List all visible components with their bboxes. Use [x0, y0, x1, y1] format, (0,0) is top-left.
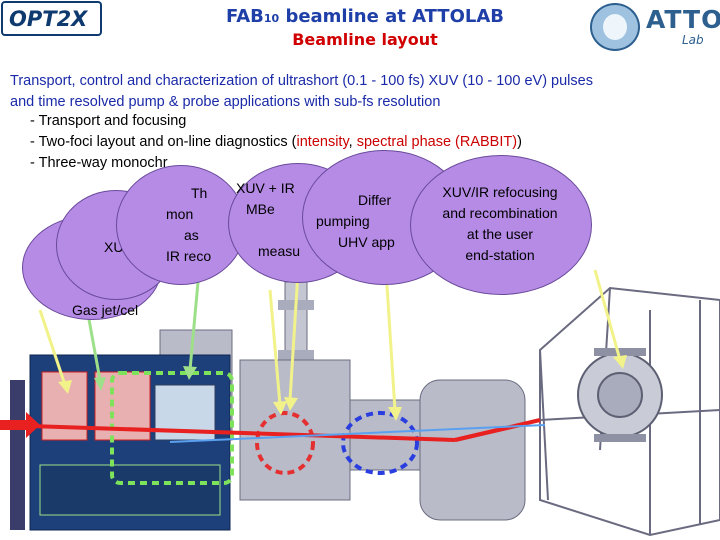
callout-ellipse-3 — [116, 165, 246, 285]
page-subtitle: Beamline layout — [292, 30, 438, 49]
attolab-logo: ATTO Lab — [590, 3, 720, 51]
gas-jet-label: Gas jet/cel — [72, 302, 139, 318]
intro-line-1: Transport, control and characterization … — [10, 73, 593, 89]
gray-chambers — [159, 329, 526, 521]
input-beam-arrow — [0, 412, 40, 438]
university-seal-icon — [590, 3, 640, 51]
intro-text: Transport, control and characterization … — [10, 71, 715, 113]
logo-brand-sub: Lab — [682, 33, 704, 47]
end-station-chamber — [577, 348, 663, 442]
callout-2-text: Th mon as IR reco — [166, 185, 212, 264]
bullet-two-foci: - Two-foci layout and on-line diagnostic… — [30, 134, 522, 150]
callout-ellipse-6 — [410, 155, 592, 295]
callout-5-text: XUV/IR refocusing and recombination at t… — [442, 184, 558, 263]
blue-dashed-region — [341, 411, 419, 475]
opt2x-badge: OPT2X — [1, 1, 102, 36]
bullet-monochromator: - Three-way monochr — [30, 155, 168, 171]
xuv-beam-line — [169, 424, 546, 443]
page-title: FAB10 beamline at ATTOLAB — [225, 6, 505, 27]
bullet-transport: - Transport and focusing — [30, 113, 187, 129]
red-dashed-region — [255, 411, 315, 475]
source-chambers — [10, 354, 231, 531]
opt2x-badge-text: OPT2X — [9, 7, 88, 31]
logo-brand: ATTO — [646, 5, 720, 34]
intro-line-2: and time resolved pump & probe applicati… — [10, 94, 441, 110]
callout-4-text: Differ pumping UHV app — [316, 192, 395, 250]
